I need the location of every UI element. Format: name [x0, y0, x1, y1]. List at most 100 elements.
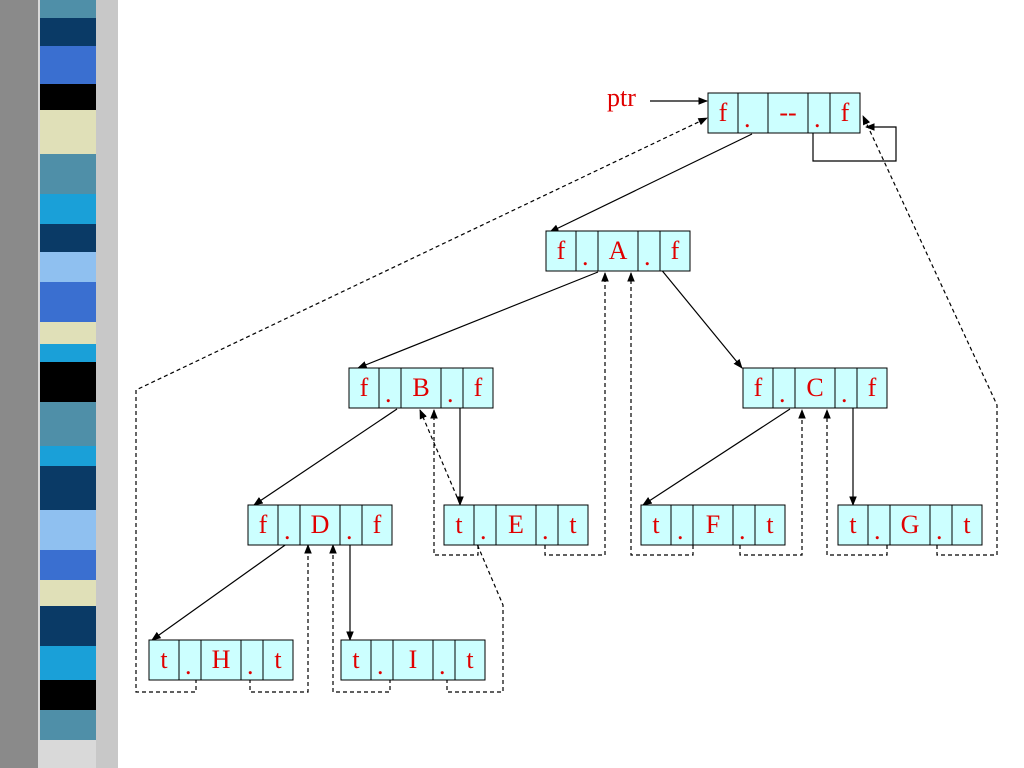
node-I: t. I. t	[340, 639, 486, 681]
node-A-cell-4	[659, 230, 691, 272]
node-E-cell-2-text: E	[508, 510, 524, 539]
node-G-cell-3-text: .	[936, 516, 943, 545]
node-D-cell-4	[361, 504, 393, 546]
node-I-cell-4	[454, 639, 486, 681]
node-head-cell-4	[829, 92, 861, 134]
node-E-cell-4-text: t	[569, 510, 577, 539]
edge-D-to-H	[151, 537, 296, 641]
stripe-band	[40, 0, 96, 18]
node-B-cell-0-text: f	[360, 373, 369, 402]
node-C-cell-2	[794, 367, 836, 409]
node-G-cell-0-text: t	[849, 510, 857, 539]
node-head-cell-3-text: .	[814, 104, 821, 133]
node-E-cell-3-text: .	[542, 516, 549, 545]
node-C-cell-4	[856, 367, 888, 409]
node-D-cell-3-text: .	[346, 516, 353, 545]
stripe-band	[40, 606, 96, 646]
node-F-cell-4	[754, 504, 786, 546]
node-F-cell-2-text: F	[706, 510, 720, 539]
node-G: t.G.t	[837, 504, 983, 546]
node-H-cell-1-text: .	[185, 651, 192, 680]
node-C-cell-1-text: .	[779, 379, 786, 408]
node-I-cell-1-text: .	[377, 651, 384, 680]
node-D-cell-1-text: .	[284, 516, 291, 545]
node-A-cell-1-text: .	[582, 242, 589, 271]
stripe-band	[40, 194, 96, 224]
stripe-band	[40, 646, 96, 680]
stripe-band	[40, 18, 96, 46]
thread-G-left-to-C	[823, 409, 888, 556]
node-H-cell-4-text: t	[274, 645, 282, 674]
node-C-cell-4-text: f	[868, 373, 877, 402]
node-B-cell-0	[348, 367, 380, 409]
node-C-cell-2-text: C	[806, 373, 823, 402]
node-B-cell-1-text: .	[385, 379, 392, 408]
node-G-cell-4-text: t	[963, 510, 971, 539]
node-B: f.B.f	[348, 367, 494, 409]
stripe-band	[40, 550, 96, 580]
thread-E-left-to-B	[430, 409, 479, 556]
node-F-cell-0-text: t	[652, 510, 660, 539]
stripe-band	[40, 580, 96, 606]
thread-G-right-to-head	[862, 115, 998, 556]
node-G-cell-4	[951, 504, 983, 546]
node-D-cell-4-text: f	[373, 510, 382, 539]
node-C-cell-0	[742, 367, 774, 409]
edge-head-self-loop	[812, 118, 897, 162]
edge-A-to-C	[654, 261, 743, 369]
stripe-band	[40, 344, 96, 362]
node-E-cell-0	[443, 504, 475, 546]
node-head-cell-0-text: f	[719, 98, 728, 127]
node-H-cell-0-text: t	[160, 645, 168, 674]
node-head: f.--.f	[707, 92, 861, 134]
stripe-band	[40, 322, 96, 344]
node-D-cell-0-text: f	[259, 510, 268, 539]
node-D-cell-0	[247, 504, 279, 546]
stripe-band	[40, 510, 96, 550]
node-head-cell-4-text: f	[841, 98, 850, 127]
node-E-cell-1-text: .	[480, 516, 487, 545]
node-C-cell-3-text: .	[841, 379, 848, 408]
node-C-cell-0-text: f	[754, 373, 763, 402]
stripe-band	[40, 84, 96, 110]
node-F-cell-3-text: .	[739, 516, 746, 545]
stripe-band	[40, 680, 96, 710]
node-B-cell-4-text: f	[474, 373, 483, 402]
edge-head-to-A	[549, 133, 753, 233]
node-I-cell-3-text: .	[439, 651, 446, 680]
thread-H-left-to-head	[135, 117, 708, 693]
node-D: f. D. f	[247, 504, 393, 546]
node-head-cell-1	[737, 92, 769, 134]
node-head-cell-2	[767, 92, 809, 134]
stripe-band	[40, 446, 96, 466]
node-I-cell-0-text: t	[352, 645, 360, 674]
node-H-cell-2	[200, 639, 242, 681]
node-head-cell-2-text: --	[779, 98, 796, 127]
stripe-band	[40, 46, 96, 84]
node-I-cell-2-text: I	[409, 645, 418, 674]
node-A-cell-4-text: f	[671, 236, 680, 265]
node-F-cell-0	[640, 504, 672, 546]
node-C: f. C. f	[742, 367, 888, 409]
stripe-band	[40, 402, 96, 446]
node-A-cell-0	[545, 230, 577, 272]
edge-A-to-B	[357, 271, 599, 369]
node-B-cell-3-text: .	[447, 379, 454, 408]
thread-E-right-to-A	[544, 272, 609, 556]
node-I-cell-0	[340, 639, 372, 681]
node-F-cell-2	[692, 504, 734, 546]
thread-H-right-to-D	[249, 544, 312, 693]
node-I-cell-4-text: t	[466, 645, 474, 674]
stripe-band	[40, 282, 96, 322]
stripe-band	[40, 466, 96, 510]
node-A-cell-2	[597, 230, 639, 272]
node-E-cell-0-text: t	[455, 510, 463, 539]
node-G-cell-0	[837, 504, 869, 546]
thread-I-left-to-D	[329, 544, 391, 693]
node-A-cell-3-text: .	[644, 242, 651, 271]
node-H-cell-3-text: .	[247, 651, 254, 680]
edge-B-to-D	[253, 408, 398, 506]
node-D-cell-2-text: D	[311, 510, 330, 539]
node-H-cell-4	[262, 639, 294, 681]
node-B-cell-4	[462, 367, 494, 409]
